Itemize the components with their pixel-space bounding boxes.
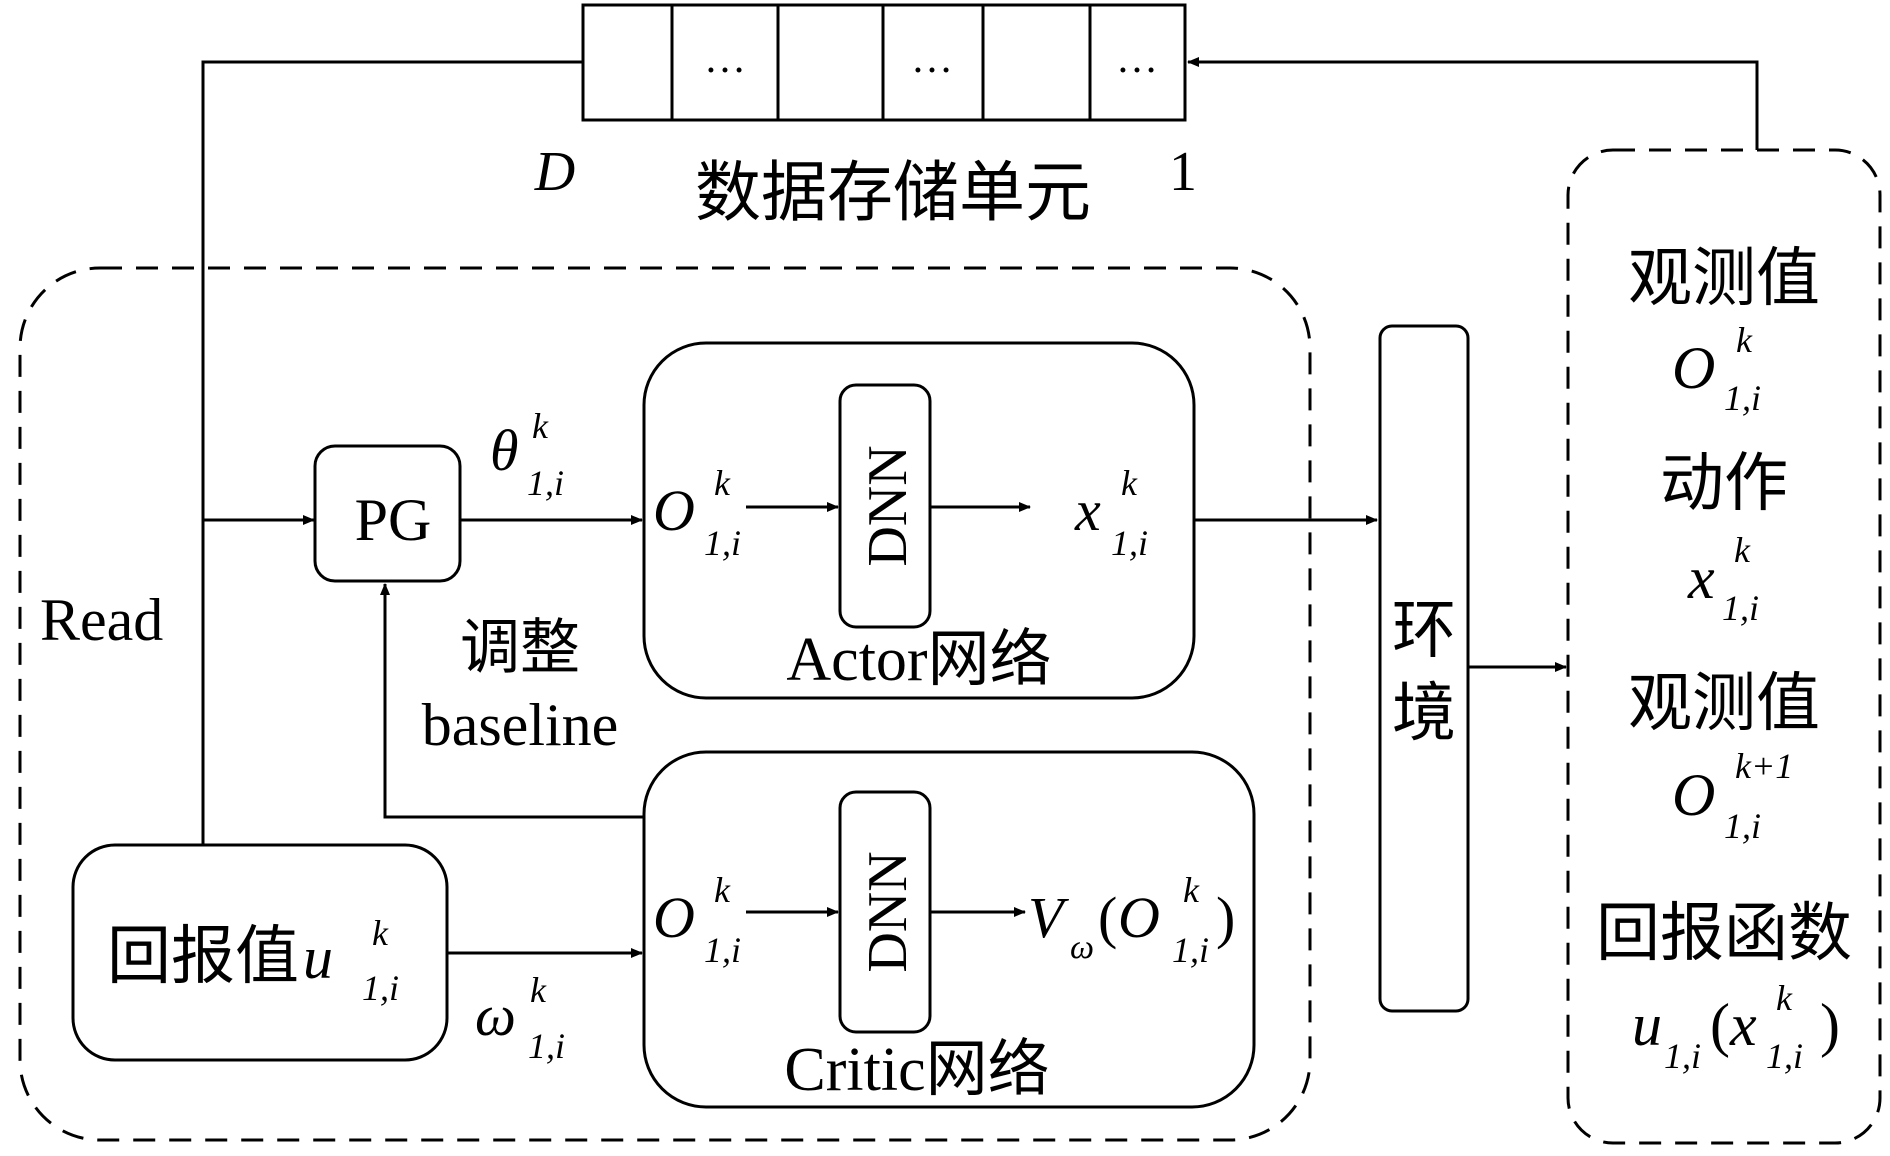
svg-text:): ) <box>1820 992 1840 1058</box>
svg-text:O: O <box>1672 762 1715 828</box>
svg-text:1,i: 1,i <box>1724 806 1761 846</box>
critic-dnn-label: DNN <box>857 851 919 972</box>
svg-text:(: ( <box>1710 992 1730 1058</box>
experience-panel <box>1566 148 1882 1145</box>
reward-function-label: 回报函数 <box>1596 897 1852 971</box>
reward-function-symbol: u 1,i ( x k 1,i ) <box>1632 978 1840 1076</box>
adjust-label-line1: 调整 <box>460 613 580 683</box>
obs1-symbol: O k 1,i <box>1672 320 1761 418</box>
svg-text:1,i: 1,i <box>1172 930 1209 970</box>
svg-text:1,i: 1,i <box>362 968 399 1008</box>
svg-text:k: k <box>530 970 547 1010</box>
svg-text:k: k <box>372 913 389 953</box>
svg-text:x: x <box>1687 545 1715 611</box>
reward-box-text: 回报值 <box>107 920 299 994</box>
critic-network-title: Critic网络 <box>784 1036 1049 1104</box>
svg-text:u: u <box>303 925 333 991</box>
critic-to-pg-arrow <box>380 583 644 819</box>
svg-text:k: k <box>714 463 731 503</box>
actor-dnn-label: DNN <box>857 445 919 566</box>
svg-text:V: V <box>1028 885 1070 950</box>
svg-text:1,i: 1,i <box>1722 588 1759 628</box>
adjust-label-line2: baseline <box>422 692 619 758</box>
svg-text:k: k <box>714 870 731 910</box>
svg-text:k: k <box>1776 978 1793 1018</box>
svg-text:O: O <box>653 885 695 950</box>
obs1-label: 观测值 <box>1628 242 1820 316</box>
svg-text:1,i: 1,i <box>1766 1036 1803 1076</box>
actor-output: x k 1,i <box>1074 463 1148 563</box>
omega-label: ω k 1,i <box>475 970 565 1066</box>
agent-boundary <box>18 266 1312 1142</box>
svg-text:1,i: 1,i <box>1664 1036 1701 1076</box>
obs2-label: 观测值 <box>1628 667 1820 741</box>
reward-box-symbol: u k 1,i <box>303 913 399 1008</box>
svg-text:k: k <box>532 406 549 446</box>
data-storage-buffer: … … … <box>581 3 1187 122</box>
theta-label: θ k 1,i <box>490 406 564 503</box>
buffer-right-index: 1 <box>1169 141 1197 203</box>
pg-label: PG <box>355 487 432 553</box>
svg-text:u: u <box>1632 992 1662 1058</box>
svg-text:θ: θ <box>490 418 519 483</box>
svg-text:O: O <box>1118 885 1160 950</box>
svg-text:x: x <box>1074 478 1101 543</box>
svg-text:1,i: 1,i <box>704 523 741 563</box>
pg-box <box>313 444 462 583</box>
environment-char-2: 境 <box>1392 677 1456 751</box>
svg-text:): ) <box>1216 885 1235 950</box>
action-label: 动作 <box>1660 447 1788 521</box>
svg-text:1,i: 1,i <box>704 930 741 970</box>
read-label: Read <box>40 587 163 653</box>
panel-to-buffer-arrow <box>1187 57 1759 150</box>
critic-input: O k 1,i <box>653 870 741 970</box>
read-line <box>201 60 583 845</box>
buffer-cell-5: … <box>1116 36 1158 82</box>
svg-text:O: O <box>1672 335 1715 401</box>
svg-text:O: O <box>653 478 695 543</box>
critic-output: V ω ( O k 1,i ) <box>1028 870 1235 970</box>
svg-text:1,i: 1,i <box>528 1026 565 1066</box>
svg-text:ω: ω <box>1070 929 1094 966</box>
svg-text:1,i: 1,i <box>1111 523 1148 563</box>
obs2-symbol: O k+1 1,i <box>1672 746 1793 846</box>
svg-text:k+1: k+1 <box>1735 746 1793 786</box>
actor-network-title: Actor网络 <box>786 626 1051 694</box>
buffer-cell-3: … <box>911 36 953 82</box>
buffer-cell-1: … <box>704 36 746 82</box>
svg-text:k: k <box>1183 870 1200 910</box>
buffer-title: 数据存储单元 <box>695 157 1091 230</box>
svg-text:x: x <box>1729 992 1757 1058</box>
environment-char-1: 环 <box>1392 594 1456 668</box>
environment-box <box>1378 324 1470 1013</box>
svg-text:k: k <box>1734 530 1751 570</box>
svg-text:1,i: 1,i <box>527 463 564 503</box>
svg-text:(: ( <box>1098 885 1117 950</box>
svg-text:k: k <box>1736 320 1753 360</box>
action-symbol: x k 1,i <box>1687 530 1759 628</box>
actor-input: O k 1,i <box>653 463 741 563</box>
svg-text:k: k <box>1121 463 1138 503</box>
buffer-left-index: D <box>534 141 575 203</box>
svg-text:1,i: 1,i <box>1724 378 1761 418</box>
svg-text:ω: ω <box>475 983 516 1048</box>
critic-network-box <box>642 750 1256 1109</box>
